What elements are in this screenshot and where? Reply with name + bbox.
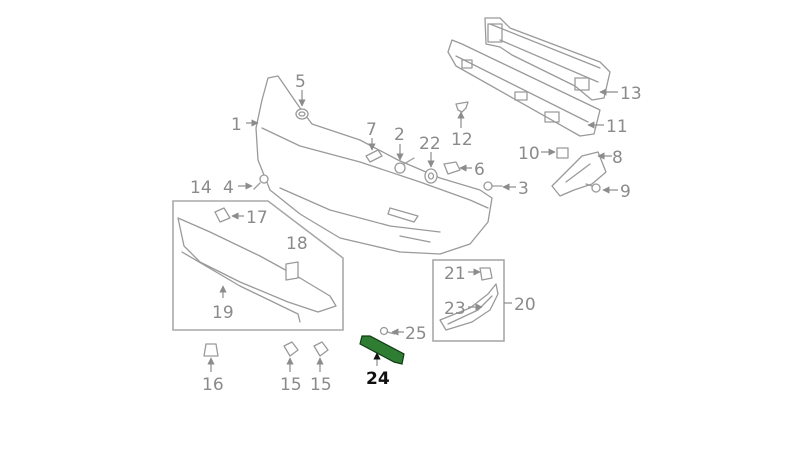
grommet-part-5[interactable] [295,108,309,120]
callout-18-label: 18 [286,234,308,254]
callout-17-label: 17 [246,208,268,228]
callout-18: 18 [286,234,308,254]
callout-12-label: 12 [451,130,473,150]
callout-4-label: 4 [223,178,234,198]
nut-part-22[interactable] [424,168,438,184]
clip-part-6[interactable] [443,161,461,175]
callout-23-label: 23 [444,299,466,319]
callout-2: 2 [394,125,405,161]
callout-6-label: 6 [474,160,485,180]
callout-5-label: 5 [295,72,306,92]
group-14-box: 14 [172,178,344,331]
callout-24: 24 [366,352,390,389]
callout-16: 16 [202,357,224,395]
side-bracket-part-8[interactable] [551,151,607,197]
callout-5: 5 [295,72,306,107]
callout-20-label: 20 [514,295,536,315]
callout-13-label: 13 [620,84,642,104]
callout-11: 11 [587,117,628,137]
clip-part-15b[interactable] [313,341,329,357]
callout-3: 3 [502,179,529,199]
callout-3-label: 3 [518,179,529,199]
callout-10-label: 10 [518,144,540,164]
callout-17: 17 [231,208,268,228]
callout-7-label: 7 [366,120,377,140]
lower-valance-part-19[interactable] [177,217,337,323]
callout-15a-label: 15 [280,375,302,395]
callout-8: 8 [597,148,623,168]
callout-24-label: 24 [366,369,390,389]
nut-part-10[interactable] [556,147,569,159]
callout-16-label: 16 [202,375,224,395]
callout-2-label: 2 [394,125,405,145]
screw-part-25[interactable] [379,326,396,336]
callout-1-label: 1 [231,115,242,135]
callout-12: 12 [451,111,473,150]
callout-13: 13 [599,84,642,104]
callout-7: 7 [366,120,377,151]
bracket-part-18[interactable] [285,261,299,281]
callout-1: 1 [231,115,259,135]
callout-14-label: 14 [190,178,212,198]
screw-part-4[interactable] [253,174,269,190]
clip-part-21[interactable] [479,267,493,281]
clip-part-15a[interactable] [283,341,299,357]
callout-22: 22 [419,134,441,168]
callout-11-label: 11 [606,117,628,137]
callout-25: 25 [391,324,427,344]
callout-15b: 15 [310,357,332,395]
callout-22-label: 22 [419,134,441,154]
bumper-cover-part[interactable] [255,75,493,255]
callout-6: 6 [459,160,485,180]
impact-bar-part[interactable] [447,39,601,137]
callout-21: 21 [444,264,481,284]
screw-part-3[interactable] [483,181,503,191]
callout-15b-label: 15 [310,375,332,395]
sensor-cap-part-7[interactable] [365,149,383,163]
push-pin-part-12[interactable] [455,101,469,113]
screw-part-9[interactable] [585,183,601,193]
callout-9: 9 [602,182,631,202]
callout-21-label: 21 [444,264,466,284]
callout-23: 23 [444,299,483,319]
callout-25-label: 25 [405,324,427,344]
callout-19-label: 19 [212,303,234,323]
callout-15a: 15 [280,357,302,395]
callout-10: 10 [518,144,556,164]
clip-part-17[interactable] [214,207,231,223]
group-20-box: 20 [432,259,536,342]
rivet-part-16[interactable] [203,343,219,357]
callout-9-label: 9 [620,182,631,202]
callout-19: 19 [212,285,234,323]
bolt-part-2[interactable] [394,157,415,174]
callout-4: 4 [223,178,253,198]
highlighted-part-24[interactable] [359,335,405,365]
reinforcement-bar-part[interactable] [484,17,611,101]
callout-8-label: 8 [612,148,623,168]
